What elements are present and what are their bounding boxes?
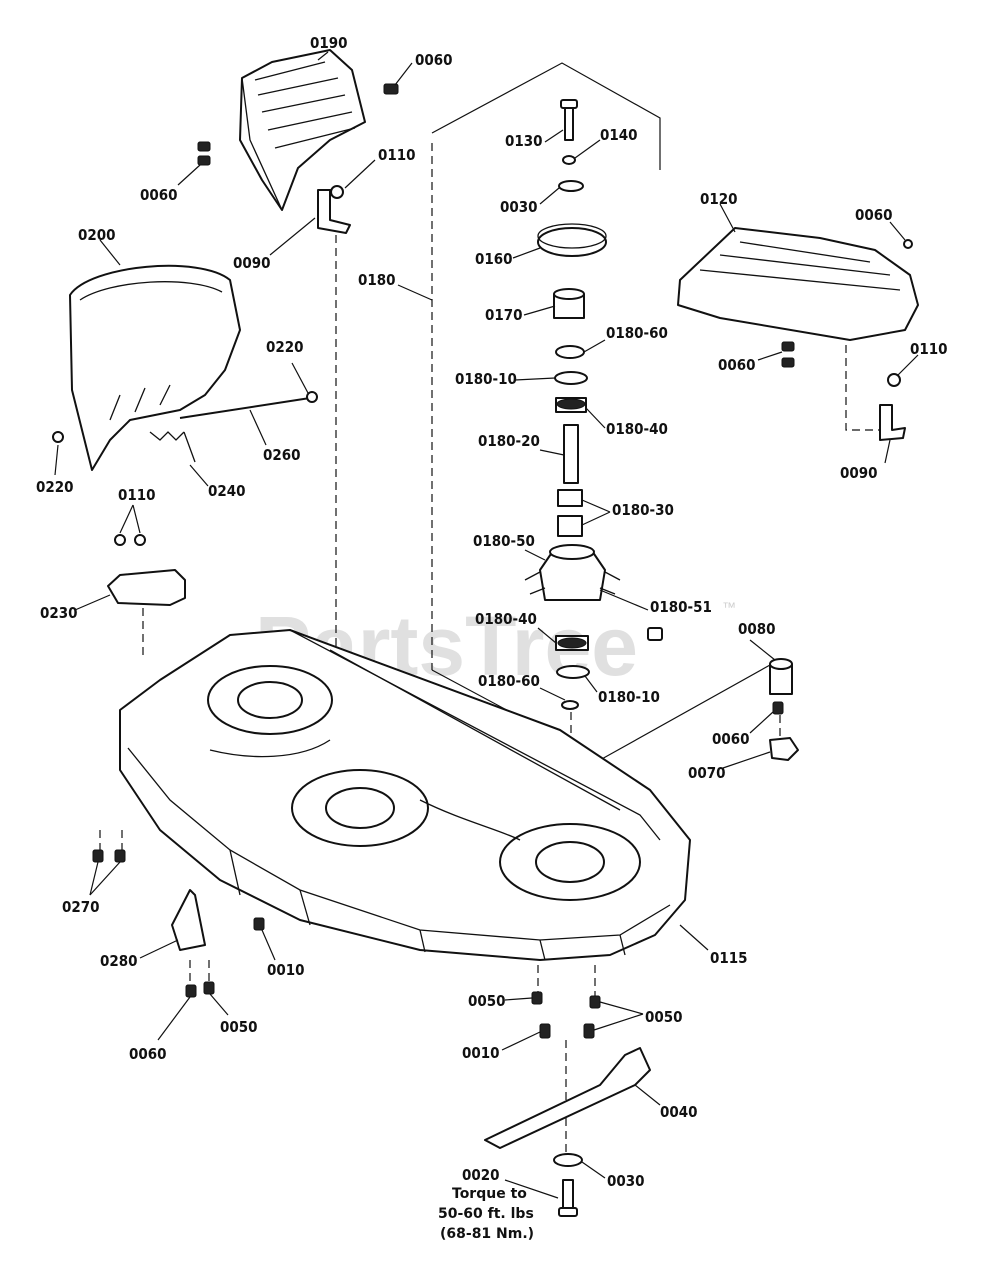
part-label: 0260 (263, 446, 301, 464)
part-labels: 0190 0060 0060 0110 0090 0200 0220 0260 … (36, 34, 948, 1190)
part-label: 0230 (40, 604, 78, 622)
torque-note-line: Torque to (452, 1186, 527, 1202)
part-label: 0050 (645, 1008, 683, 1026)
part-label: 0270 (62, 898, 100, 916)
part-label: 0180-60 (478, 672, 540, 690)
part-label: 0190 (310, 34, 348, 52)
part-label: 0220 (266, 338, 304, 356)
part-label: 0050 (468, 992, 506, 1010)
spindle-stack (524, 99, 663, 710)
part-label: 0090 (840, 464, 878, 482)
part-label: 0050 (220, 1018, 258, 1036)
part-label: 0060 (718, 356, 756, 374)
part-label: 0180-30 (612, 501, 674, 519)
deck-hardware (92, 849, 601, 1039)
part-label: 0110 (378, 146, 416, 164)
part-label: 0070 (688, 764, 726, 782)
part-label: 0080 (738, 620, 776, 638)
bracket-0090-top (317, 185, 351, 234)
part-label: 0060 (140, 186, 178, 204)
part-label: 0140 (600, 126, 638, 144)
blade-assembly (484, 1047, 651, 1217)
part-label: 0180-40 (606, 420, 668, 438)
bracket-0230 (107, 534, 186, 606)
part-label: 0170 (485, 306, 523, 324)
part-label: 0110 (910, 340, 948, 358)
discharge-chute (52, 264, 318, 471)
part-label: 0020 (462, 1166, 500, 1184)
part-label: 0060 (855, 206, 893, 224)
watermark-trademark: ™ (722, 599, 736, 615)
part-label: 0090 (233, 254, 271, 272)
part-label: 0130 (505, 132, 543, 150)
part-label: 0040 (660, 1103, 698, 1121)
part-label: 0180 (358, 271, 396, 289)
part-label: 0180-51 (650, 598, 712, 616)
part-label: 0220 (36, 478, 74, 496)
torque-note-line: 50-60 ft. lbs (438, 1206, 534, 1222)
part-label: 0200 (78, 226, 116, 244)
idler-0080-0070 (769, 658, 799, 761)
part-label: 0010 (267, 961, 305, 979)
part-label: 0030 (500, 198, 538, 216)
part-label: 0115 (710, 949, 748, 967)
part-label: 0060 (415, 51, 453, 69)
part-label: 0180-60 (606, 324, 668, 342)
part-label: 0180-50 (473, 532, 535, 550)
part-label: 0060 (129, 1045, 167, 1063)
torque-note: Torque to 50-60 ft. lbs (68-81 Nm.) (438, 1186, 534, 1242)
part-label: 0030 (607, 1172, 645, 1190)
mower-deck (119, 629, 691, 961)
part-label: 0280 (100, 952, 138, 970)
part-label: 0240 (208, 482, 246, 500)
part-label: 0110 (118, 486, 156, 504)
part-label: 0180-10 (598, 688, 660, 706)
part-label: 0180-20 (478, 432, 540, 450)
part-label: 0180-40 (475, 610, 537, 628)
part-label: 0160 (475, 250, 513, 268)
belt-cover-right (677, 227, 919, 368)
part-label: 0060 (712, 730, 750, 748)
part-label: 0180-10 (455, 370, 517, 388)
leader-lines (54, 51, 919, 1199)
part-label: 0120 (700, 190, 738, 208)
bracket-0090-right (879, 373, 906, 441)
torque-note-line: (68-81 Nm.) (440, 1226, 534, 1242)
part-label: 0010 (462, 1044, 500, 1062)
belt-cover-left (197, 49, 399, 211)
